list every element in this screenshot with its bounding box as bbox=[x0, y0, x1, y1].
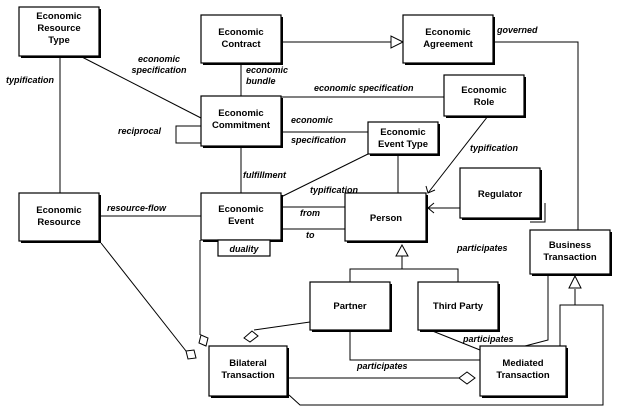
label-resource: Resource bbox=[37, 23, 80, 34]
label-event: Event bbox=[228, 216, 255, 227]
label-typification-role: typification bbox=[470, 143, 519, 153]
edge-generalization-branch bbox=[349, 268, 459, 282]
label-reciprocal: reciprocal bbox=[118, 126, 162, 136]
edge-bilateral-business bbox=[288, 304, 604, 406]
edge-participates-third-party bbox=[429, 329, 481, 351]
label-bilateral: Bilateral bbox=[229, 358, 267, 369]
label-participates-third-party: participates bbox=[462, 334, 514, 344]
edge-specification-resource-type bbox=[79, 55, 202, 119]
edge-business-mediated bbox=[524, 276, 549, 347]
label-economic: Economic bbox=[425, 27, 470, 38]
diamond-partner-bilateral bbox=[243, 330, 259, 343]
diamond-bilateral-mediated bbox=[458, 371, 476, 385]
label-resource: Resource bbox=[37, 217, 80, 228]
generalization-arrowhead bbox=[390, 35, 405, 49]
label-participates-regulator: participates bbox=[456, 243, 508, 253]
business-generalization-arrowhead bbox=[568, 274, 582, 289]
label-commitment: Commitment bbox=[212, 120, 271, 131]
label-event-type: Event Type bbox=[378, 139, 428, 150]
edge-reciprocal bbox=[175, 125, 206, 144]
edge-participates-regulator bbox=[530, 203, 546, 223]
label-governed: governed bbox=[496, 25, 538, 35]
person-generalization-arrowhead bbox=[395, 243, 409, 257]
edge-partner-bilateral bbox=[253, 321, 311, 331]
node-regulator[interactable]: Regulator bbox=[459, 167, 542, 220]
label-economic: Economic bbox=[218, 27, 263, 38]
label-economic: Economic bbox=[461, 85, 506, 96]
node-person[interactable]: Person bbox=[344, 192, 428, 243]
label-economic-specification-role: economic specification bbox=[314, 83, 414, 93]
arrowhead-role-person bbox=[425, 185, 436, 194]
label-role: Role bbox=[474, 97, 495, 108]
node-partner[interactable]: Partner bbox=[309, 281, 392, 332]
connectors bbox=[59, 35, 604, 406]
label-economic: Economic bbox=[36, 205, 81, 216]
diamond-event-bilateral bbox=[198, 334, 209, 347]
label-economic: Economic bbox=[218, 204, 263, 215]
node-duality[interactable]: duality bbox=[217, 239, 271, 257]
label-regulator: Regulator bbox=[478, 189, 523, 200]
label-economic: Economic bbox=[36, 11, 81, 22]
label-typification-left: typification bbox=[6, 75, 55, 85]
label-fulfillment: fulfillment bbox=[243, 170, 287, 180]
node-third-party[interactable]: Third Party bbox=[417, 281, 500, 332]
label-person: Person bbox=[370, 213, 402, 224]
label-to: to bbox=[306, 230, 315, 240]
label-agreement: Agreement bbox=[423, 39, 473, 50]
label-mediated: Mediated bbox=[502, 358, 543, 369]
label-resource-flow: resource-flow bbox=[107, 203, 167, 213]
edge-participates-partner bbox=[349, 330, 480, 361]
label-transaction: Transaction bbox=[543, 252, 597, 263]
edge-typification-event-type bbox=[280, 153, 369, 198]
label-partner: Partner bbox=[333, 301, 367, 312]
label-participates-partner: participates bbox=[356, 361, 408, 371]
label-from: from bbox=[300, 208, 320, 218]
label-third-party: Third Party bbox=[433, 301, 484, 312]
label-type: Type bbox=[48, 35, 69, 46]
edge-typification-role bbox=[427, 115, 489, 194]
edge-governed bbox=[495, 41, 579, 230]
label-economic: Economic bbox=[218, 108, 263, 119]
diamond-resource-bilateral bbox=[185, 349, 197, 360]
label-transaction: Transaction bbox=[221, 370, 275, 381]
label-contract: Contract bbox=[221, 39, 261, 50]
label-business: Business bbox=[549, 240, 591, 251]
label-duality: duality bbox=[229, 244, 259, 254]
label-typification-event: typification bbox=[310, 185, 359, 195]
label-transaction: Transaction bbox=[496, 370, 550, 381]
edge-resource-bilateral bbox=[100, 242, 187, 352]
label-economic: Economic bbox=[380, 127, 425, 138]
edge-mediated-business bbox=[559, 304, 575, 346]
